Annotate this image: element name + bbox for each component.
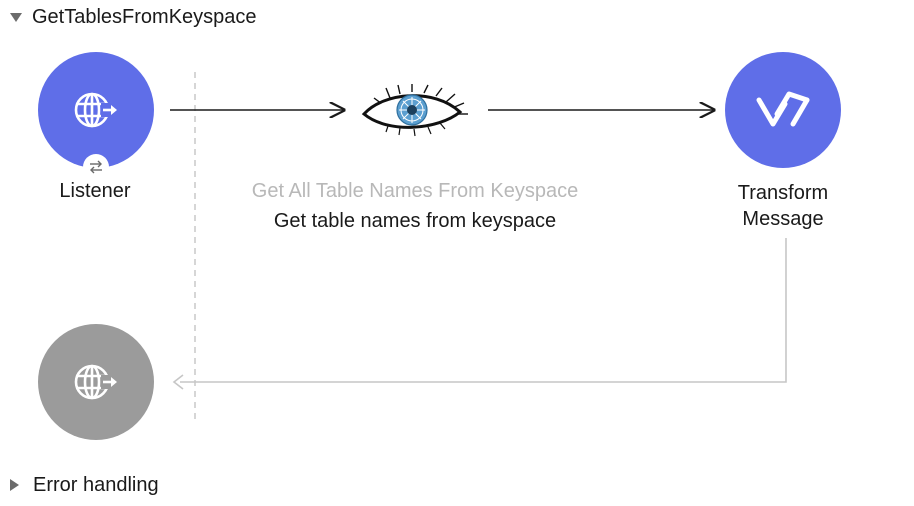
listener-badge (83, 154, 109, 180)
cassandra-node[interactable] (360, 84, 470, 140)
cassandra-node-name: Get All Table Names From Keyspace (251, 180, 579, 202)
flow-header[interactable]: GetTablesFromKeyspace (10, 4, 257, 30)
listener-label: Listener (59, 180, 131, 202)
transform-label: Transform Message (703, 180, 863, 232)
error-handling-section[interactable]: Error handling (10, 472, 159, 498)
transform-label-line2: Message (742, 208, 824, 230)
dataweave-icon (756, 91, 810, 127)
transform-label-line1: Transform (737, 182, 829, 204)
collapse-triangle-icon[interactable] (10, 12, 22, 22)
response-node[interactable] (38, 324, 154, 440)
swap-arrows-icon (90, 160, 102, 174)
flow-title: GetTablesFromKeyspace (32, 5, 257, 28)
cassandra-eye-icon (361, 84, 468, 137)
http-listener-icon (74, 92, 117, 128)
http-listener-icon (74, 364, 117, 400)
error-handling-label: Error handling (33, 473, 159, 496)
cassandra-node-label: Get table names from keyspace (273, 210, 557, 232)
transform-node[interactable] (725, 52, 841, 168)
listener-node[interactable] (38, 52, 154, 168)
expand-triangle-icon[interactable] (10, 479, 19, 491)
return-arrowhead (172, 374, 184, 390)
return-path (180, 238, 787, 383)
